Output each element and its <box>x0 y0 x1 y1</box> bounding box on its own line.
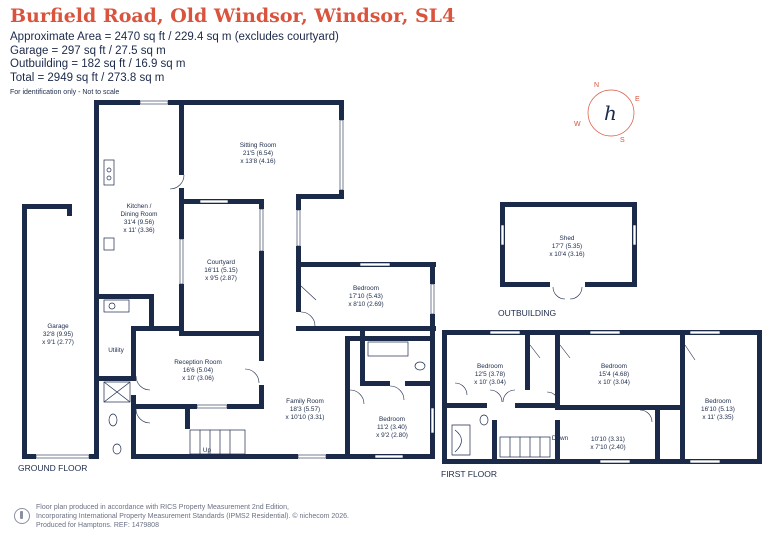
compass-w: W <box>574 121 581 128</box>
label-sitting-d2: x 13'8 (4.16) <box>240 158 275 165</box>
label-courtyard-name: Courtyard <box>207 259 236 266</box>
label-shed-name: Shed <box>560 235 575 242</box>
label-first-floor: FIRST FLOOR <box>441 469 497 479</box>
compass-icon: N E S W h <box>574 82 640 144</box>
first-floor-walls <box>442 330 762 464</box>
compass-e: E <box>635 96 640 103</box>
label-kitchen-d2: x 11' (3.36) <box>123 227 154 234</box>
label-bed-ff4-d2: x 7'10 (2.40) <box>590 444 625 451</box>
first-floor-fittings <box>451 344 696 458</box>
footer-line-2: Incorporating International Property Mea… <box>36 513 349 520</box>
label-courtyard-d1: 16'11 (5.15) <box>204 267 237 274</box>
compass-n: N <box>594 82 599 89</box>
label-bed-ff4-d1: 10'10 (3.31) <box>591 436 625 443</box>
identification-note: For identification only - Not to scale <box>10 89 120 96</box>
label-reception-name: Reception Room <box>174 359 222 366</box>
area-summary: Approximate Area = 2470 sq ft / 229.4 sq… <box>10 31 339 85</box>
label-family-d2: x 10'10 (3.31) <box>286 414 325 421</box>
ground-floor-fittings <box>103 159 426 455</box>
label-bed-ff1-d1: 12'5 (3.78) <box>475 371 505 378</box>
label-garage-d2: x 9'1 (2.77) <box>42 339 74 346</box>
label-bed-ff1-d2: x 10' (3.04) <box>474 379 506 386</box>
label-family-name: Family Room <box>286 398 324 405</box>
label-family-d1: 18'3 (5.57) <box>290 406 320 413</box>
label-bed-gf-name: Bedroom <box>353 285 379 292</box>
label-stairs-down: Down <box>552 435 569 442</box>
label-kitchen-d1: 31'4 (9.56) <box>124 219 154 226</box>
label-bed-gf2-d1: 11'2 (3.40) <box>377 424 407 431</box>
label-bed-ff3-name: Bedroom <box>705 398 731 405</box>
label-courtyard-d2: x 9'5 (2.87) <box>205 275 237 282</box>
area-line-approx: Approximate Area = 2470 sq ft / 229.4 sq… <box>10 31 339 43</box>
label-bed-ff2-d1: 15'4 (4.68) <box>599 371 629 378</box>
label-garage-d1: 32'8 (9.95) <box>43 331 73 338</box>
label-shed-d2: x 10'4 (3.16) <box>549 251 584 258</box>
label-bed-ff2-name: Bedroom <box>601 363 627 370</box>
room-labels: Sitting Room 21'5 (6.54) x 13'8 (4.16) K… <box>42 142 735 454</box>
label-garage-name: Garage <box>47 323 69 330</box>
label-bed-ff1-name: Bedroom <box>477 363 503 370</box>
label-utility-name: Utility <box>108 347 124 354</box>
label-ground-floor: GROUND FLOOR <box>18 463 87 473</box>
label-bed-gf2-name: Bedroom <box>379 416 405 423</box>
area-line-garage: Garage = 297 sq ft / 27.5 sq m <box>10 44 166 57</box>
label-stairs-up: Up <box>203 447 212 454</box>
ground-floor-walls <box>22 100 436 459</box>
label-bed-ff3-d1: 16'10 (5.13) <box>701 406 735 413</box>
label-sitting-name: Sitting Room <box>240 142 277 149</box>
label-bed-gf2-d2: x 9'2 (2.80) <box>376 432 408 439</box>
area-line-total: Total = 2949 sq ft / 273.8 sq m <box>10 71 165 84</box>
label-bed-ff3-d2: x 11' (3.35) <box>702 414 733 421</box>
label-bed-gf-d2: x 8'10 (2.69) <box>348 301 383 308</box>
label-shed-d1: 17'7 (5.35) <box>552 243 582 250</box>
label-kitchen-name2: Dining Room <box>121 211 158 218</box>
label-reception-d2: x 10' (3.06) <box>182 375 214 382</box>
area-line-outbuilding: Outbuilding = 182 sq ft / 16.9 sq m <box>10 58 186 71</box>
label-reception-d1: 16'6 (5.04) <box>183 367 213 374</box>
outbuilding-walls <box>500 202 637 300</box>
label-kitchen-name: Kitchen / <box>127 203 152 210</box>
compass-logo: h <box>604 101 617 125</box>
footer-line-3: Produced for Hamptons. REF: 1479808 <box>36 522 159 529</box>
rics-logo-icon <box>14 508 30 524</box>
compass-s: S <box>620 137 625 144</box>
label-outbuilding: OUTBUILDING <box>498 308 556 318</box>
label-bed-ff2-d2: x 10' (3.04) <box>598 379 630 386</box>
footer-line-1: Floor plan produced in accordance with R… <box>36 504 289 511</box>
label-sitting-d1: 21'5 (6.54) <box>243 150 273 157</box>
footer-notes: Floor plan produced in accordance with R… <box>36 503 349 530</box>
label-bed-gf-d1: 17'10 (5.43) <box>349 293 383 300</box>
property-title: Burfield Road, Old Windsor, Windsor, SL4 <box>10 5 456 27</box>
